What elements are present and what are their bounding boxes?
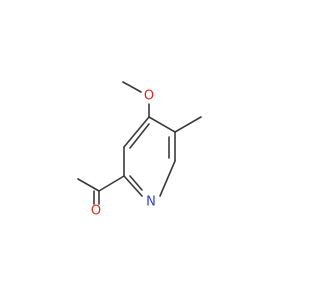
bond-n1-c2 bbox=[123, 175, 143, 197]
bond-c5-ch3 bbox=[174, 116, 202, 133]
bond-c3-c4-inner bbox=[129, 123, 150, 149]
molecule-diagram: O N O bbox=[77, 81, 202, 219]
bond-n1-c2-inner bbox=[129, 175, 143, 191]
atom-o-aldehyde: O bbox=[91, 204, 101, 219]
bond-c3-c4 bbox=[123, 116, 150, 148]
bond-o-ch3 bbox=[122, 81, 142, 93]
bond-n1-c6 bbox=[159, 160, 176, 197]
bond-c4-c5 bbox=[148, 116, 176, 133]
bond-c2-cho bbox=[98, 175, 125, 192]
atom-o-methoxy: O bbox=[144, 89, 154, 104]
atom-n-ring: N bbox=[146, 195, 156, 210]
bond-cho-h bbox=[77, 178, 100, 192]
